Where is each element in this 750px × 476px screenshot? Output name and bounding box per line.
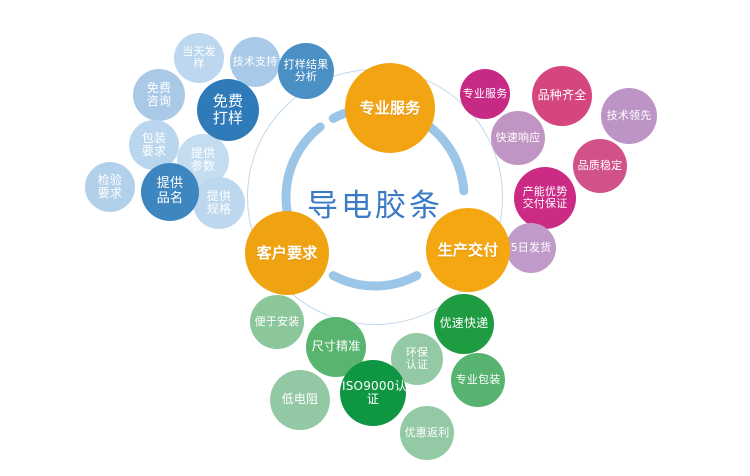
bubble-label: 检验 要求 (97, 172, 123, 200)
bubble-free-consult[interactable]: 免费 咨询 (133, 69, 185, 121)
bubble-label: 提供 规格 (206, 188, 232, 216)
bubble-easy-install[interactable]: 便于安装 (250, 295, 304, 349)
hub-professional-service[interactable]: 专业服务 (345, 63, 435, 153)
bubble-free-sampling[interactable]: 免费 打样 (197, 79, 259, 141)
bubble-label: 技术领先 (606, 108, 652, 122)
bubble-professional-service-tag[interactable]: 专业服务 (460, 69, 510, 119)
bubble-label: 打样结果 分析 (283, 57, 329, 83)
bubble-accurate-size[interactable]: 尺寸精准 (306, 317, 366, 377)
bubble-low-resistance[interactable]: 低电阻 (270, 370, 330, 430)
bubble-label: 提供 参数 (190, 145, 216, 173)
bubble-label: 专业包装 (455, 372, 501, 386)
bubble-leading-technology[interactable]: 技术领先 (601, 88, 657, 144)
page-title: 导电胶条 (307, 187, 443, 224)
bubble-express-delivery[interactable]: 优速快递 (434, 294, 494, 354)
bubble-iso9000[interactable]: ISO9000认 证 (340, 360, 406, 426)
bubble-label: 低电阻 (281, 392, 319, 407)
bubble-label: 尺寸精准 (311, 339, 361, 354)
bubble-professional-packaging[interactable]: 专业包装 (451, 353, 505, 407)
bubble-label: 免费 咨询 (146, 80, 172, 108)
bubble-label: 品种齐全 (537, 88, 587, 103)
bubble-label: 生产交付 (437, 240, 499, 259)
bubble-label: 5日发货 (510, 240, 552, 254)
hub-customer-requirement[interactable]: 客户要求 (245, 211, 329, 295)
bubble-label: 技术支持 (232, 54, 278, 68)
bubble-provide-specification[interactable]: 提供 规格 (193, 177, 245, 229)
bubble-inspection-requirement[interactable]: 检验 要求 (85, 162, 135, 212)
bubble-stable-quality[interactable]: 品质稳定 (573, 139, 627, 193)
hub-production-delivery[interactable]: 生产交付 (426, 208, 510, 292)
bubble-label: 环保 认证 (405, 345, 429, 371)
bubble-capacity-advantage[interactable]: 产能优势 交付保证 (514, 167, 576, 229)
bubble-label: 产能优势 交付保证 (522, 184, 568, 210)
inner-ring-segment (328, 271, 422, 291)
bubble-label: 优惠返利 (404, 425, 450, 439)
bubble-label: 优速快递 (439, 316, 489, 331)
bubble-label: 便于安装 (254, 314, 300, 328)
bubble-label: 快速响应 (495, 130, 541, 144)
bubble-label: 当天发 样 (182, 44, 216, 70)
bubble-label: ISO9000认 证 (342, 378, 406, 406)
bubble-label: 提供 品名 (156, 176, 184, 206)
bubble-label: 包装 要求 (141, 130, 167, 158)
bubble-fast-response[interactable]: 快速响应 (491, 111, 545, 165)
bubble-full-variety[interactable]: 品种齐全 (532, 66, 592, 126)
bubble-ship-in-5-days[interactable]: 5日发货 (506, 223, 556, 273)
bubble-provide-product-name[interactable]: 提供 品名 (141, 163, 199, 221)
bubble-discount-rebate[interactable]: 优惠返利 (400, 406, 454, 460)
bubble-label: 客户要求 (256, 243, 318, 262)
bubble-technical-support[interactable]: 技术支持 (230, 37, 280, 87)
bubble-sample-result-analysis[interactable]: 打样结果 分析 (278, 43, 334, 99)
bubble-packaging-requirement[interactable]: 包装 要求 (129, 120, 179, 170)
bubble-label: 专业服务 (359, 98, 421, 117)
bubble-label: 专业服务 (462, 86, 508, 100)
bubble-same-day-sample[interactable]: 当天发 样 (174, 33, 224, 83)
bubble-label: 免费 打样 (212, 92, 244, 127)
bubble-label: 品质稳定 (577, 158, 623, 172)
